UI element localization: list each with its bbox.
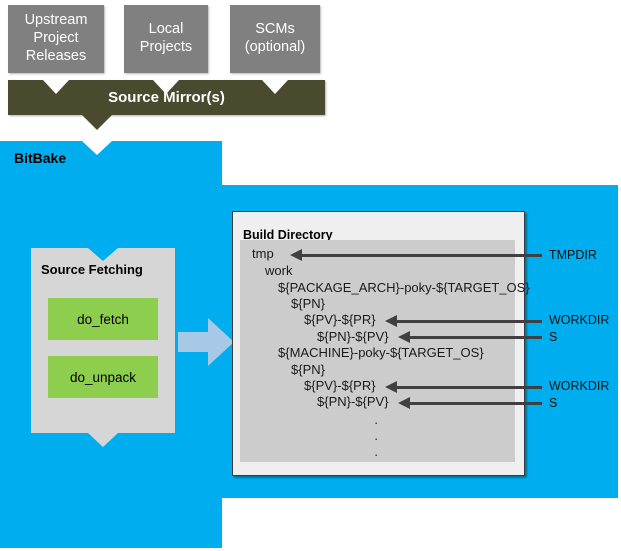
task-do-fetch: do_fetch <box>48 298 158 340</box>
notch-scms-to-mirror-icon <box>262 80 288 94</box>
pointer-label-workdir-2: WORKDIR <box>549 379 610 393</box>
bitbake-input-notch-icon <box>82 141 112 155</box>
source-box-upstream-project-releases: Upstream Project Releases <box>8 5 104 73</box>
pointer-head-workdir-2-icon <box>385 381 397 393</box>
task-do-unpack: do_unpack <box>48 356 158 398</box>
notch-local-to-mirror-icon <box>153 80 179 94</box>
mirror-output-arrow-icon <box>82 115 112 130</box>
source-box-label: SCMs (optional) <box>244 21 306 55</box>
tree-line-machine: ${MACHINE}-poky-${TARGET_OS} <box>278 345 484 360</box>
task-label: do_fetch <box>77 311 129 327</box>
source-box-label: Local Projects <box>139 21 193 55</box>
pointer-line-s-2 <box>410 402 542 405</box>
build-directory-title: Build Directory <box>243 228 333 242</box>
pointer-label-workdir-1: WORKDIR <box>549 313 610 327</box>
tree-ellipsis-dot: · <box>374 431 379 446</box>
bitbake-region-left-foot <box>0 497 222 548</box>
build-directory-tree-area <box>240 240 515 462</box>
bitbake-label: BitBake <box>14 150 67 166</box>
pointer-line-tmpdir <box>302 254 542 257</box>
tree-line-package-arch: ${PACKAGE_ARCH}-poky-${TARGET_OS} <box>278 280 530 295</box>
pointer-line-s-1 <box>410 336 542 339</box>
tree-line-pn-pv-2: ${PN}-${PV} <box>317 394 389 409</box>
tree-line-pn-pv-1: ${PN}-${PV} <box>317 329 389 344</box>
pointer-head-tmpdir-icon <box>290 249 302 261</box>
source-fetching-title: Source Fetching <box>41 262 143 277</box>
tree-ellipsis-dot: · <box>374 447 379 462</box>
pointer-head-s-1-icon <box>398 331 410 343</box>
flow-arrow-icon <box>178 318 234 366</box>
pointer-head-s-2-icon <box>398 397 410 409</box>
source-fetching-output-notch-icon <box>88 433 118 447</box>
source-fetching-panel <box>31 248 175 433</box>
source-box-label: Upstream Project Releases <box>24 12 88 64</box>
pointer-head-workdir-1-icon <box>385 315 397 327</box>
source-box-scms-optional: SCMs (optional) <box>230 5 320 73</box>
source-fetching-input-notch-icon <box>88 248 118 261</box>
pointer-label-s-1: S <box>549 330 558 344</box>
tree-line-pv-pr-1: ${PV}-${PR} <box>304 312 376 327</box>
tree-line-pv-pr-2: ${PV}-${PR} <box>304 378 376 393</box>
source-mirror-label: Source Mirror(s) <box>108 89 225 106</box>
tree-line-tmp: tmp <box>252 246 274 261</box>
task-label: do_unpack <box>69 369 137 385</box>
pointer-line-workdir-2 <box>397 386 542 389</box>
pointer-label-s-2: S <box>549 396 558 410</box>
tree-ellipsis-dot: · <box>374 415 379 430</box>
tree-line-work: work <box>265 263 293 278</box>
pointer-label-tmpdir: TMPDIR <box>549 248 597 262</box>
tree-line-pn-2: ${PN} <box>291 362 325 377</box>
tree-line-pn-1: ${PN} <box>291 296 325 311</box>
pointer-line-workdir-1 <box>397 320 542 323</box>
notch-upstream-to-mirror-icon <box>43 80 69 94</box>
source-box-local-projects: Local Projects <box>124 5 208 73</box>
